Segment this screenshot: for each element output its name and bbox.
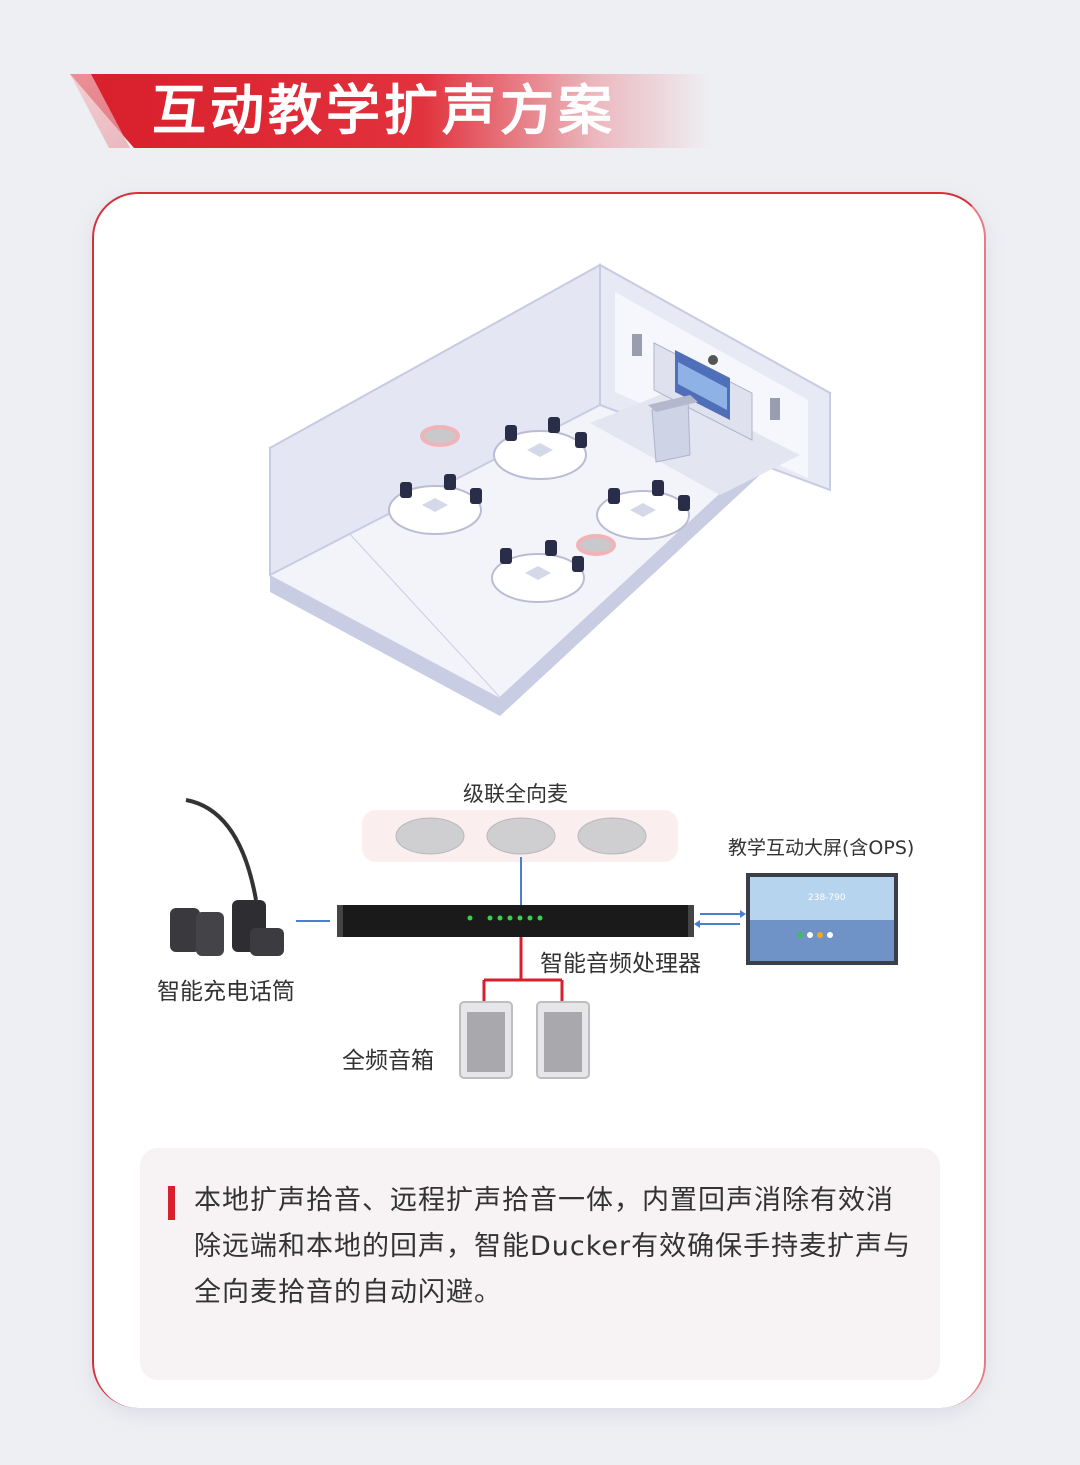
title-banner	[70, 74, 710, 148]
description-text: 本地扩声拾音、远程扩声拾音一体，内置回声消除有效消除远端和本地的回声，智能Duc…	[194, 1185, 912, 1308]
teaching-screen-label: 教学互动大屏(含OPS)	[728, 837, 915, 859]
page-title: 互动教学扩声方案	[152, 79, 616, 142]
screen-number: 238-790	[808, 893, 846, 903]
description-marker	[168, 1186, 175, 1220]
charging-mic-label: 智能充电话筒	[157, 979, 295, 1005]
speaker-label: 全频音箱	[342, 1048, 434, 1074]
cascade-mic-label: 级联全向麦	[463, 782, 568, 806]
processor-label: 智能音频处理器	[540, 951, 701, 977]
description-box	[140, 1148, 940, 1380]
